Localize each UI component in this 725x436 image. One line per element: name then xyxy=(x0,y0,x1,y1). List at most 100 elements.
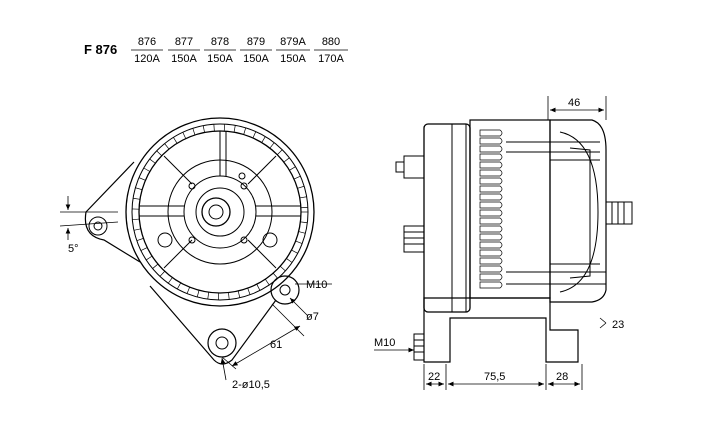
housing-fin xyxy=(300,221,308,224)
housing-fin xyxy=(196,290,200,298)
housing-fin xyxy=(182,132,187,139)
housing-fin xyxy=(135,187,143,191)
terminal-top xyxy=(403,155,425,179)
variant-current: 120A xyxy=(134,53,160,65)
housing-fin xyxy=(243,127,247,135)
variant-code: 879 xyxy=(247,36,265,48)
housing-fin xyxy=(140,247,148,251)
housing-fin xyxy=(297,185,305,189)
housing-fin xyxy=(291,249,298,254)
dim-28-label: 28 xyxy=(556,371,568,383)
side-fin xyxy=(479,249,503,257)
bottom-mount-hole xyxy=(207,328,237,358)
mount-hole-leader xyxy=(220,357,227,381)
offset-mark xyxy=(599,317,607,324)
side-fin xyxy=(479,265,503,273)
side-fin xyxy=(479,169,503,177)
side-fin xyxy=(479,233,503,241)
variant-table: 876120A877150A878150A879150A879A150A8801… xyxy=(131,36,348,65)
top-dim-label: 46 xyxy=(568,97,580,109)
m10-label: M10 xyxy=(306,279,327,291)
rear-housing xyxy=(549,119,607,303)
mount-holes-label: 2-ø10,5 xyxy=(232,379,270,391)
model-header: F 876 876120A877150A878150A879150A879A15… xyxy=(84,36,348,65)
side-fin xyxy=(479,153,503,161)
top-dimension xyxy=(547,96,607,120)
housing-fin xyxy=(272,272,278,279)
side-fin xyxy=(479,137,503,145)
housing-fins xyxy=(132,124,308,300)
bottom-dimensions xyxy=(423,364,583,390)
side-fin xyxy=(479,145,503,153)
variant-code: 878 xyxy=(211,36,229,48)
housing-fin xyxy=(136,238,144,241)
housing-fin xyxy=(143,167,151,172)
angle-dimension xyxy=(59,196,119,240)
housing-fin xyxy=(192,128,196,136)
housing-fin xyxy=(293,175,301,180)
housing-fin xyxy=(138,177,146,181)
housing-fin xyxy=(167,277,173,284)
housing-fin xyxy=(283,157,290,163)
housing-spokes xyxy=(139,131,301,269)
housing-fin xyxy=(146,255,153,261)
housing-fin xyxy=(152,263,159,269)
variant-code: 876 xyxy=(138,36,156,48)
side-m10-label: M10 xyxy=(374,337,395,349)
side-fin xyxy=(479,185,503,193)
side-fin xyxy=(479,241,503,249)
side-fin xyxy=(479,193,503,201)
housing-fin xyxy=(277,149,283,155)
variant-current: 150A xyxy=(243,53,269,65)
housing-fin xyxy=(256,284,261,291)
offset-label: 23 xyxy=(612,319,624,331)
variant-item: 879 150A xyxy=(240,36,272,65)
side-fin xyxy=(479,257,503,265)
side-fin xyxy=(479,209,503,217)
left-ear-hole xyxy=(88,216,108,236)
housing-fin xyxy=(164,143,170,150)
bottom-mount-bracket xyxy=(149,285,277,365)
side-fins xyxy=(479,129,503,289)
housing-fin xyxy=(299,196,307,199)
front-view xyxy=(59,117,332,381)
right-mount-boss xyxy=(270,275,300,305)
side-fin xyxy=(479,161,503,169)
housing-fin xyxy=(173,137,178,144)
variant-code: 879A xyxy=(280,36,306,48)
housing-fin xyxy=(265,278,270,286)
hole-label: ø7 xyxy=(306,311,319,323)
housing-fin xyxy=(149,158,156,164)
housing-fin xyxy=(289,166,296,171)
side-fin xyxy=(479,129,503,137)
side-fin xyxy=(479,225,503,233)
housing-fin xyxy=(133,197,141,200)
housing-fin xyxy=(298,231,306,234)
hub-bolts xyxy=(157,172,278,248)
housing-outer xyxy=(125,117,315,307)
dim-22-label: 22 xyxy=(428,371,440,383)
side-fin xyxy=(479,281,503,289)
housing-fin xyxy=(261,136,266,143)
side-fin xyxy=(479,273,503,281)
side-fin xyxy=(479,177,503,185)
front-housing xyxy=(423,123,471,313)
angle-label: 5° xyxy=(68,243,79,255)
housing-fin xyxy=(159,271,166,277)
housing-fin xyxy=(132,218,140,221)
model-title: F 876 xyxy=(84,42,117,57)
variant-current: 170A xyxy=(318,53,344,65)
housing-fin xyxy=(233,125,236,133)
housing-fin xyxy=(279,265,286,272)
finned-body xyxy=(469,119,551,299)
variant-current: 150A xyxy=(171,53,197,65)
housing-fin xyxy=(247,287,251,295)
variant-item: 876 120A xyxy=(131,36,163,65)
housing-fin xyxy=(237,290,241,298)
housing-fin xyxy=(228,292,230,300)
